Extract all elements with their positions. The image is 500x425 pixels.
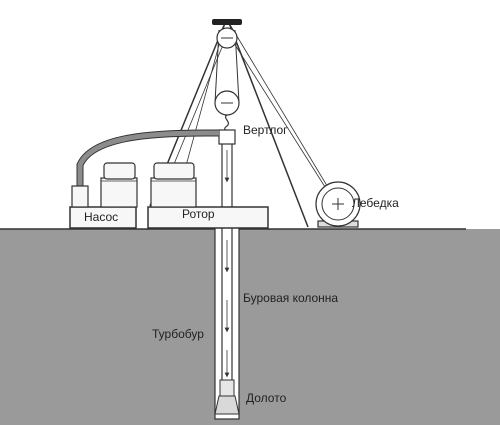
rotor-base — [147, 206, 269, 229]
ground — [0, 229, 500, 425]
traveling-block — [214, 27, 240, 132]
label-winch: Лебедка — [352, 196, 399, 210]
label-bit: Долото — [246, 391, 287, 405]
drill-bit — [214, 395, 240, 415]
drill-string — [221, 140, 233, 392]
label-pump: Насос — [84, 210, 118, 224]
crown-block — [212, 19, 242, 25]
winch — [315, 181, 361, 228]
pump-outlet — [71, 185, 89, 208]
swivel — [218, 129, 236, 145]
derrick — [149, 22, 339, 228]
turbodrill — [219, 379, 235, 397]
rotor-motor — [150, 162, 197, 208]
label-swivel: Вертлог — [243, 123, 288, 137]
label-drill-string: Буровая колонна — [243, 291, 338, 305]
label-turbodrill: Турбобур — [152, 327, 204, 341]
pump-motor — [100, 162, 138, 208]
label-rotor: Ротор — [182, 207, 215, 221]
